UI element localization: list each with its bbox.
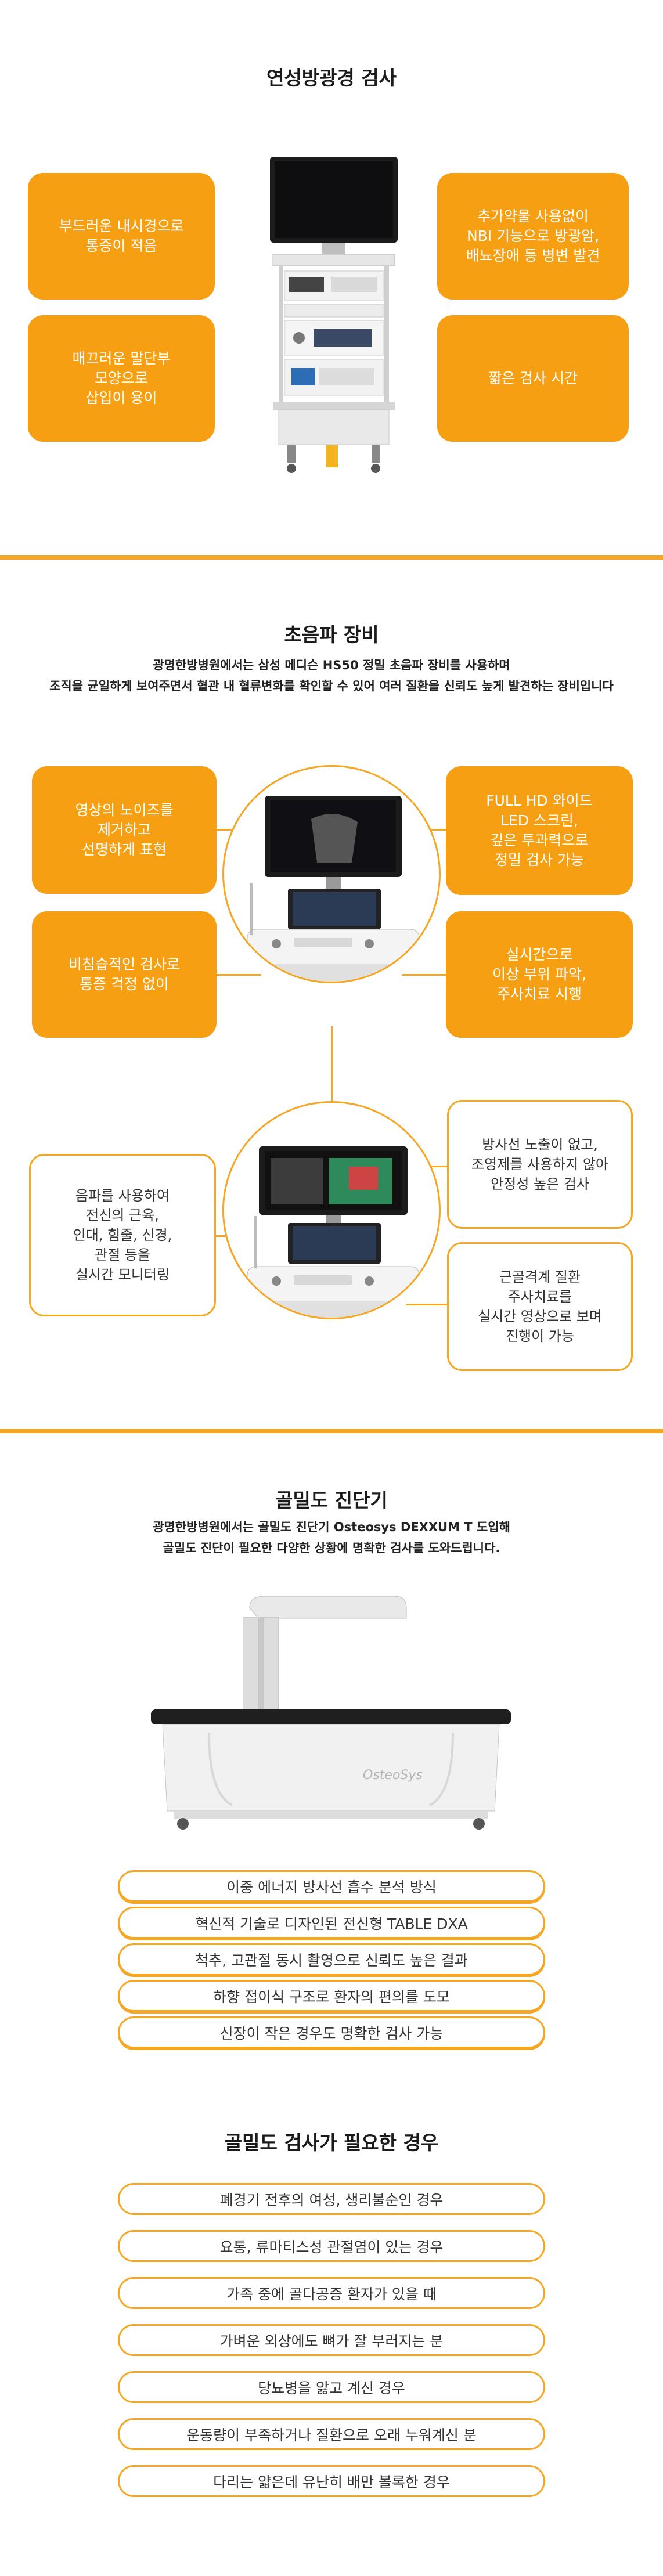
bone-densitometer-icon: OsteoSys	[151, 1596, 511, 1830]
connector-line	[406, 1304, 447, 1305]
case-pill: 당뇨병을 앓고 계신 경우	[118, 2371, 545, 2403]
section-divider	[0, 1429, 663, 1433]
info-text: 음파를 사용하여 전신의 근육, 인대, 힘줄, 신경, 관절 등을 실시간 모…	[73, 1188, 172, 1283]
case-text: 가벼운 외상에도 뼈가 잘 부러지는 분	[219, 2332, 444, 2350]
section-title: 초음파 장비	[284, 623, 379, 646]
case-text: 가족 중에 골다공증 환자가 있을 때	[226, 2285, 437, 2303]
feature-text: 매끄러운 말단부 모양으로 삽입이 용이	[72, 350, 171, 406]
section-title: 연성방광경 검사	[266, 67, 397, 89]
connector-line	[215, 974, 261, 976]
feature-box: 부드러운 내시경으로 통증이 적음	[28, 173, 215, 300]
feature-pill-text: 하향 접이식 구조로 환자의 편의를 도모	[213, 1988, 450, 2005]
ultrasound-image-circle	[222, 765, 441, 983]
feature-box: 추가약물 사용없이 NBI 기능으로 방광암, 배뇨장애 등 병변 발견	[437, 173, 629, 300]
case-text: 다리는 얇은데 유난히 배만 볼록한 경우	[213, 2473, 450, 2491]
info-text: 근골격계 질환 주사치료를 실시간 영상으로 보며 진행이 가능	[478, 1269, 602, 1344]
feature-pill: 이중 에너지 방사선 흡수 분석 방식	[118, 1870, 545, 1902]
section-divider	[0, 555, 663, 560]
case-pill: 요통, 류마티스성 관절염이 있는 경우	[118, 2230, 545, 2262]
subtitle-line: 골밀도 진단이 필요한 다양한 상황에 명확한 검사를 도와드립니다.	[163, 1541, 500, 1555]
device-brand-label: OsteoSys	[363, 1768, 423, 1783]
case-pill: 가벼운 외상에도 뼈가 잘 부러지는 분	[118, 2324, 545, 2356]
feature-text: 부드러운 내시경으로 통증이 적음	[59, 218, 184, 254]
feature-pill: 척추, 고관절 동시 촬영으로 신뢰도 높은 결과	[118, 1943, 545, 1975]
feature-text: 비침습적인 검사로 통증 걱정 없이	[69, 956, 180, 993]
endoscopy-cart-icon	[270, 157, 398, 473]
feature-box: 실시간으로 이상 부위 파악, 주사치료 시행	[446, 911, 633, 1038]
feature-box: 짧은 검사 시간	[437, 315, 629, 442]
section-subtitle: 광명한방병원에서는 골밀도 진단기 Osteosys DEXXUM T 도입해 …	[0, 1517, 663, 1558]
case-text: 운동량이 부족하거나 질환으로 오래 누워계신 분	[186, 2426, 477, 2444]
feature-pill-text: 척추, 고관절 동시 촬영으로 신뢰도 높은 결과	[195, 1951, 468, 1969]
feature-pill-text: 이중 에너지 방사선 흡수 분석 방식	[226, 1878, 437, 1896]
subtitle-line: 광명한방병원에서는 골밀도 진단기 Osteosys DEXXUM T 도입해	[153, 1520, 510, 1534]
section-title: 골밀도 진단기	[275, 1489, 388, 1511]
info-text: 방사선 노출이 없고, 조영제를 사용하지 않아 안정성 높은 검사	[471, 1137, 609, 1192]
case-pill: 다리는 얇은데 유난히 배만 볼록한 경우	[118, 2465, 545, 2497]
feature-pill-text: 신장이 작은 경우도 명확한 검사 가능	[219, 2025, 444, 2042]
feature-box: 비침습적인 검사로 통증 걱정 없이	[32, 911, 217, 1038]
feature-box: 영상의 노이즈를 제거하고 선명하게 표현	[32, 766, 217, 894]
feature-pill-text: 혁신적 기술로 디자인된 전신형 TABLE DXA	[195, 1915, 468, 1932]
feature-text: 짧은 검사 시간	[488, 370, 578, 387]
feature-text: 실시간으로 이상 부위 파악, 주사치료 시행	[492, 946, 586, 1002]
case-pill: 가족 중에 골다공증 환자가 있을 때	[118, 2277, 545, 2309]
case-text: 요통, 류마티스성 관절염이 있는 경우	[219, 2238, 444, 2256]
subtitle-line: 조직을 균일하게 보여주면서 혈관 내 혈류변화를 확인할 수 있어 여러 질환…	[49, 679, 614, 693]
case-pill: 운동량이 부족하거나 질환으로 오래 누워계신 분	[118, 2418, 545, 2450]
connector-line	[331, 1026, 333, 1107]
feature-text: 추가약물 사용없이 NBI 기능으로 방광암, 배뇨장애 등 병변 발견	[466, 208, 600, 264]
case-text: 폐경기 전후의 여성, 생리불순인 경우	[219, 2191, 444, 2209]
feature-pill: 혁신적 기술로 디자인된 전신형 TABLE DXA	[118, 1907, 545, 1939]
section-title: 골밀도 검사가 필요한 경우	[224, 2131, 439, 2154]
ultrasound-image-circle	[222, 1101, 441, 1319]
info-box: 음파를 사용하여 전신의 근육, 인대, 힘줄, 신경, 관절 등을 실시간 모…	[29, 1154, 216, 1316]
feature-pill: 신장이 작은 경우도 명확한 검사 가능	[118, 2016, 545, 2048]
section-subtitle: 광명한방병원에서는 삼성 메디슨 HS50 정밀 초음파 장비를 사용하며 조직…	[0, 655, 663, 697]
ultrasound-machine-icon	[247, 1146, 420, 1318]
feature-box: 매끄러운 말단부 모양으로 삽입이 용이	[28, 315, 215, 442]
feature-pill: 하향 접이식 구조로 환자의 편의를 도모	[118, 1980, 545, 2012]
info-box: 근골격계 질환 주사치료를 실시간 영상으로 보며 진행이 가능	[447, 1242, 633, 1371]
case-text: 당뇨병을 앓고 계신 경우	[258, 2379, 405, 2397]
subtitle-line: 광명한방병원에서는 삼성 메디슨 HS50 정밀 초음파 장비를 사용하며	[153, 658, 510, 672]
feature-text: FULL HD 와이드 LED 스크린, 깊은 투과력으로 정밀 검사 가능	[486, 792, 593, 868]
connector-line	[402, 974, 448, 976]
info-box: 방사선 노출이 없고, 조영제를 사용하지 않아 안정성 높은 검사	[447, 1100, 633, 1229]
ultrasound-machine-icon	[247, 796, 420, 982]
feature-text: 영상의 노이즈를 제거하고 선명하게 표현	[75, 802, 174, 858]
feature-box: FULL HD 와이드 LED 스크린, 깊은 투과력으로 정밀 검사 가능	[446, 766, 633, 895]
case-pill: 폐경기 전후의 여성, 생리불순인 경우	[118, 2183, 545, 2215]
